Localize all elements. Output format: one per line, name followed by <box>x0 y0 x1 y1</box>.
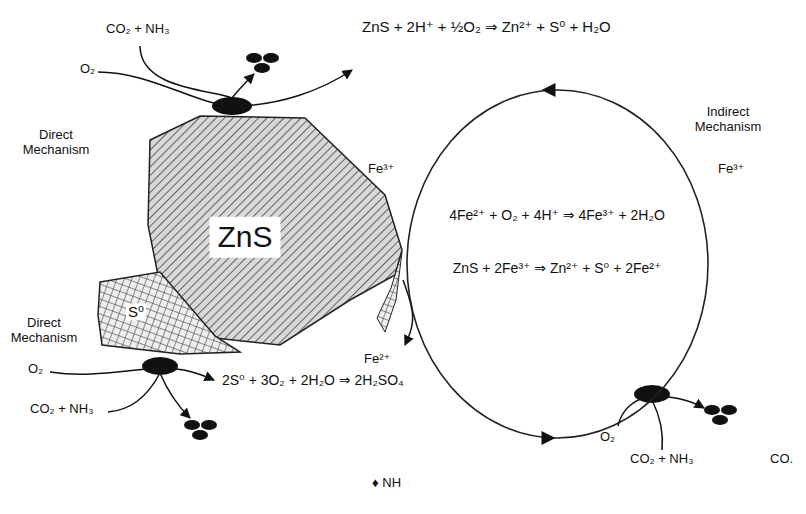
stray-text: ♦ NH <box>372 476 401 491</box>
product-cluster <box>246 53 279 73</box>
illustration-part <box>184 420 200 430</box>
ion-label: Fe²⁺ <box>364 352 390 367</box>
reactant-label: O₂ <box>80 62 95 77</box>
ion-label: Fe³⁺ <box>368 162 394 177</box>
sulfur-layer-outline <box>98 272 240 354</box>
reactant-label: CO₂ + NH₃ <box>630 452 693 467</box>
flow-arrow <box>108 373 190 418</box>
sulfur-patch <box>377 252 402 332</box>
node-shape <box>98 268 244 358</box>
cycle-heading: Indirect Mechanism <box>686 105 770 135</box>
mechanism-label: Direct Mechanism <box>18 128 94 158</box>
illustration-part <box>246 53 262 63</box>
particle-name: ZnS <box>209 217 280 258</box>
illustration-part <box>704 405 720 415</box>
illustration-part <box>721 405 737 415</box>
bacterium <box>212 97 252 115</box>
mechanism-label: Direct Mechanism <box>6 316 82 346</box>
reactant-label: CO₂ + NH₃ <box>30 402 93 417</box>
cycle-arrowhead <box>542 431 556 445</box>
iron-cycle: Indirect Mechanism4Fe²⁺ + O₂ + 4H⁺ ⇒ 4Fe… <box>405 88 710 440</box>
product-cluster <box>184 420 217 440</box>
flow-arrow <box>50 368 214 380</box>
flow-arrow <box>140 46 254 98</box>
flow-line <box>652 400 662 450</box>
cycle-arrowhead <box>542 83 556 97</box>
illustration-part <box>712 415 728 425</box>
reaction-equation: ZnS + 2Fe³⁺ ⇒ Zn²⁺ + S⁰ + 2Fe²⁺ <box>453 260 662 276</box>
reactant-label: O₂ <box>28 362 43 377</box>
illustration-part <box>263 53 279 63</box>
stray-text: CO. <box>770 452 793 467</box>
cycle-ring <box>407 90 708 438</box>
reaction-equation: 2S⁰ + 3O₂ + 2H₂O ⇒ 2H₂SO₄ <box>222 372 404 388</box>
reaction-equation: ZnS + 2H⁺ + ½O₂ ⇒ Zn²⁺ + S⁰ + H₂O <box>362 18 611 35</box>
ion-label: Fe³⁺ <box>718 162 744 177</box>
reactant-label: CO₂ + NH₃ <box>106 22 169 37</box>
bacterium <box>142 357 178 375</box>
layer-name: S⁰ <box>126 303 146 320</box>
product-cluster <box>704 405 737 425</box>
illustration-part <box>201 420 217 430</box>
illustration-part <box>192 430 208 440</box>
reaction-equation: 4Fe²⁺ + O₂ + 4H⁺ ⇒ 4Fe³⁺ + 2H₂O <box>449 207 665 223</box>
illustration-part <box>254 63 270 73</box>
reactant-label: O₂ <box>600 430 615 445</box>
sulfur-layer: S⁰ <box>98 268 244 358</box>
